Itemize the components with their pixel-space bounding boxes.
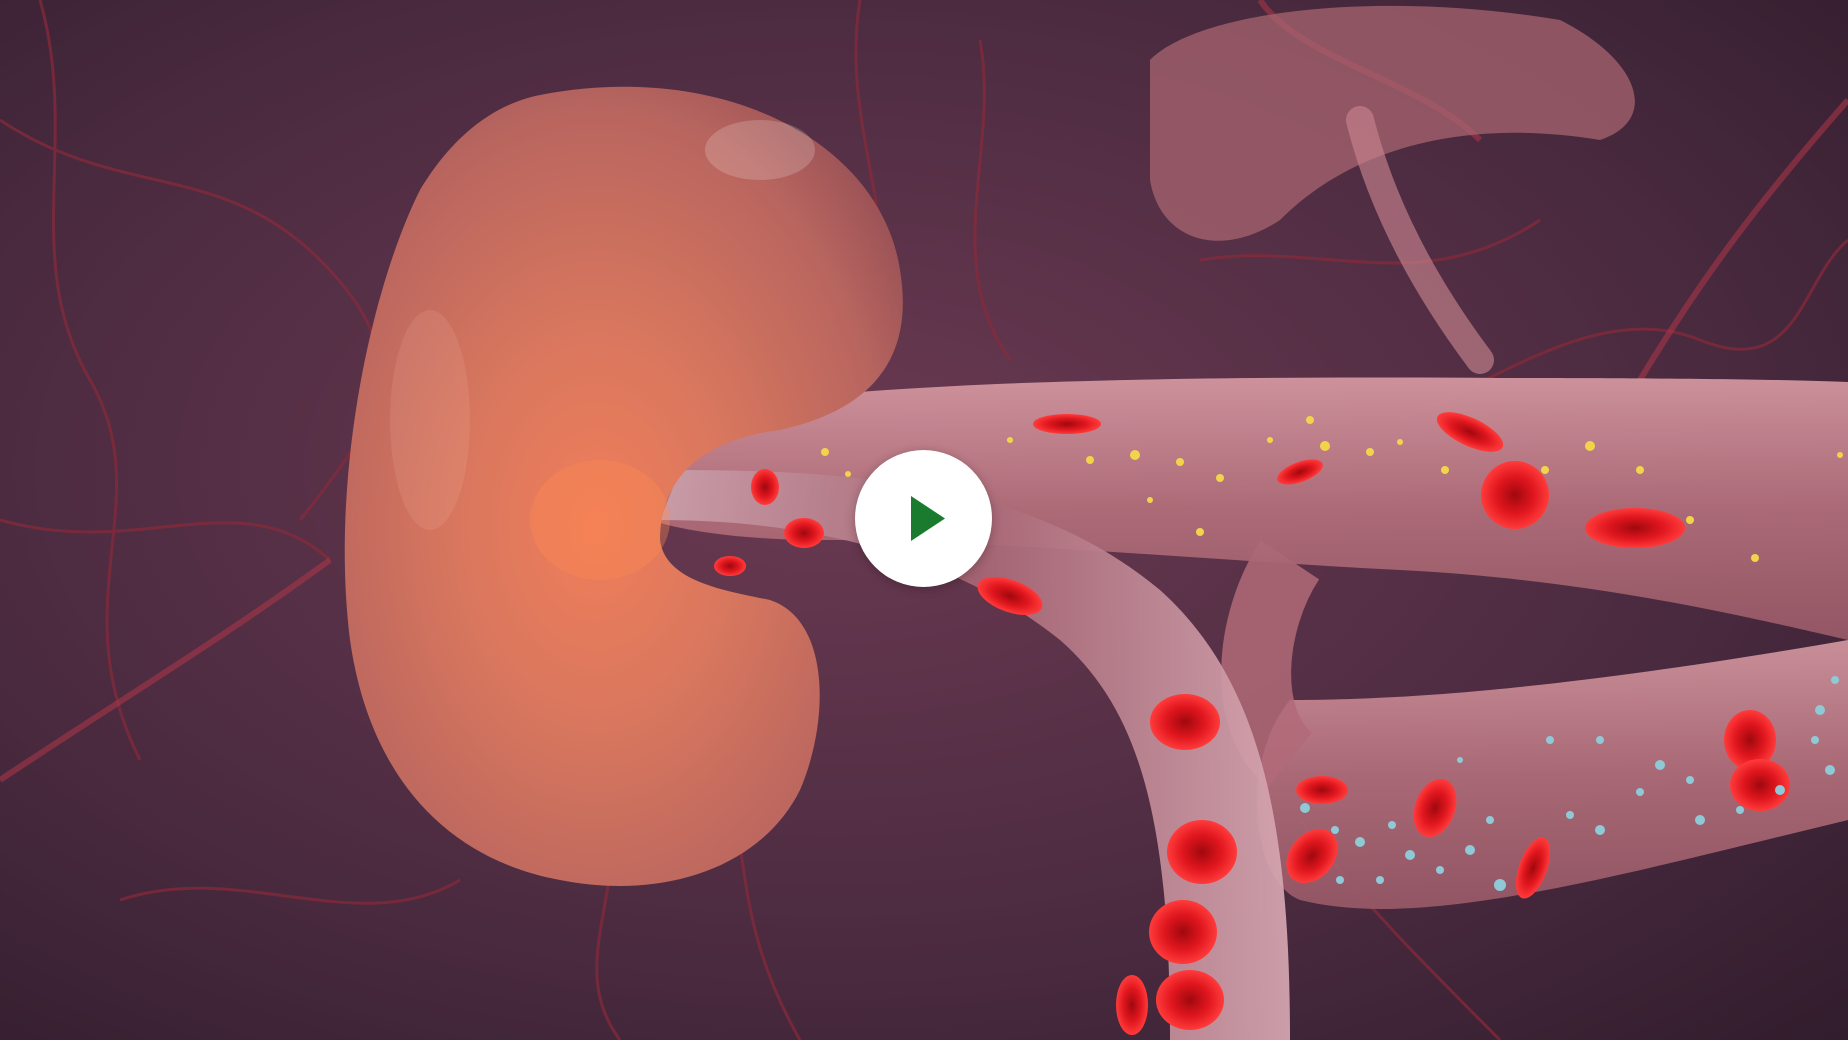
- player-bottom-border: [0, 1040, 1848, 1042]
- yellow-particles: [821, 416, 1843, 562]
- blue-particles: [1300, 676, 1839, 891]
- play-button[interactable]: [855, 450, 992, 587]
- play-icon: [911, 496, 945, 541]
- red-blood-cells: [714, 412, 1790, 1035]
- kidney-shape: [344, 86, 903, 886]
